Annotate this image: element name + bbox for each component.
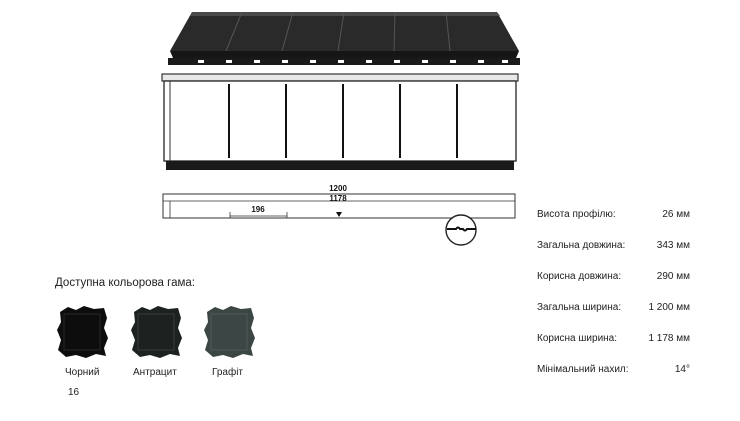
spec-label-profile-height: Висота профілю: — [537, 209, 616, 220]
spec-label-min-slope: Мінімальний нахил: — [537, 364, 629, 375]
color-swatch-black — [57, 306, 108, 358]
color-swatch-graphite — [204, 306, 255, 358]
spec-value-total-length: 343 мм — [656, 240, 690, 251]
spec-value-min-slope: 14° — [674, 364, 690, 375]
dimension-drawing: 1200 1178 196 — [162, 184, 516, 246]
swatch-label-anthracite: Антрацит — [133, 367, 177, 378]
swatch-black — [54, 304, 110, 360]
spec-label-useful-length: Корисна довжина: — [537, 271, 622, 282]
swatch-label-graphite: Графіт — [212, 367, 244, 378]
palette-title: Доступна кольорова гама: — [55, 277, 195, 289]
roof-tile-perspective-illustration — [168, 11, 520, 65]
spec-value-useful-width: 1 178 мм — [648, 333, 690, 344]
spec-label-total-length: Загальна довжина: — [537, 240, 626, 251]
spec-label-total-width: Загальна ширина: — [537, 302, 622, 313]
dim-useful-label: 1178 — [329, 194, 347, 203]
spec-value-useful-length: 290 мм — [656, 271, 690, 282]
dim-step-label: 196 — [251, 205, 265, 214]
page-number: 16 — [68, 387, 80, 398]
swatch-label-black: Чорний — [65, 367, 100, 378]
spec-value-profile-height: 26 мм — [662, 209, 690, 220]
color-swatch-anthracite — [131, 306, 182, 358]
spec-label-useful-width: Корисна ширина: — [537, 333, 618, 344]
swatch-graphite — [201, 304, 257, 360]
swatch-anthracite — [128, 304, 184, 360]
spec-value-total-width: 1 200 мм — [648, 302, 690, 313]
dim-total-label: 1200 — [329, 184, 347, 193]
roof-tile-front-view — [161, 73, 519, 170]
